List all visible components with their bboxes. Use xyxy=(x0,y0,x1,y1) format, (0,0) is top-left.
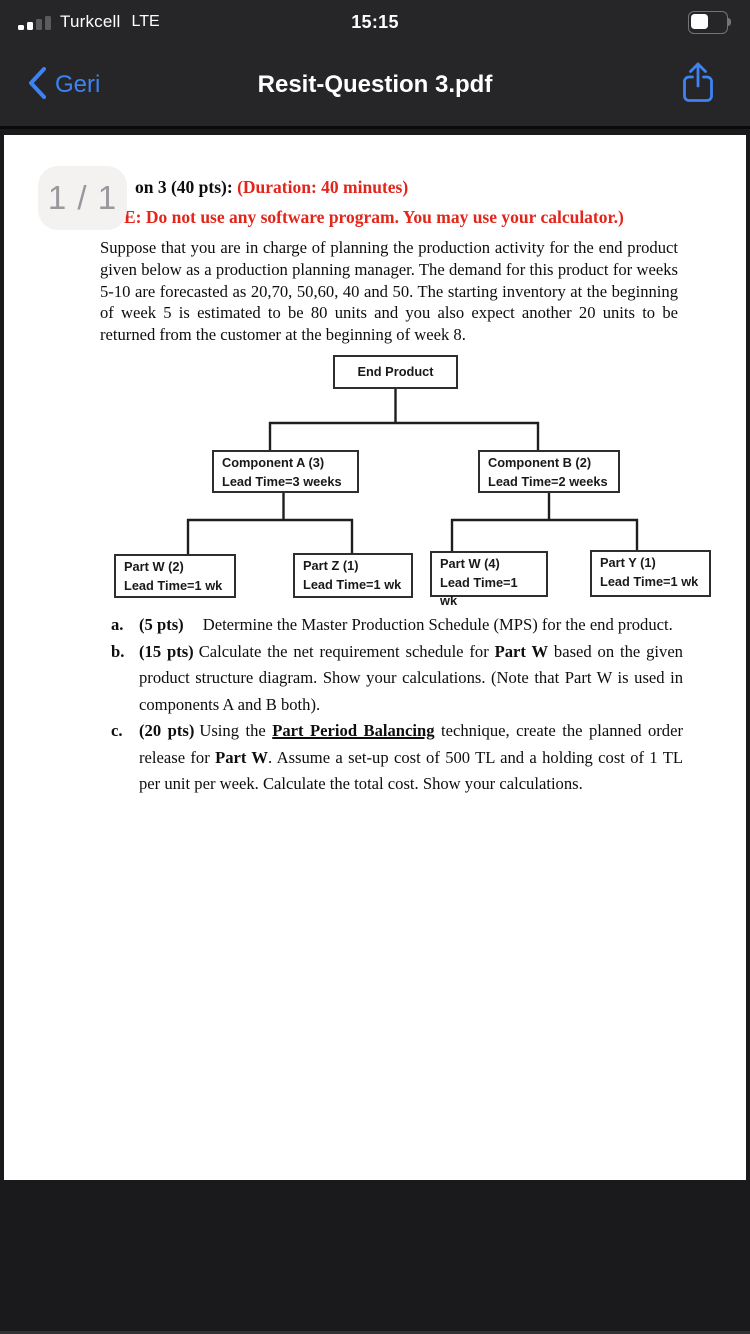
question-c-text-3: . Assume a set-up cost of 500 TL and a h… xyxy=(139,747,683,794)
node-part-w4-name: Part W (4) xyxy=(440,556,500,571)
question-c-ppb: Part Period Balancing xyxy=(272,721,435,740)
node-part-y-name: Part Y (1) xyxy=(600,555,656,570)
document-title: Resit-Question 3.pdf xyxy=(257,71,493,98)
node-part-w2-leadtime: Lead Time=1 wk xyxy=(124,577,223,593)
question-c: c. (20 pts)Using the Part Period Balanci… xyxy=(111,718,683,798)
question-b: b. (15 pts)Calculate the net requirement… xyxy=(111,639,683,719)
node-component-b-leadtime: Lead Time=2 weeks xyxy=(488,473,608,489)
exam-note: E: Do not use any software program. You … xyxy=(124,207,624,227)
node-part-y: Part Y (1) Lead Time=1 wk xyxy=(590,550,711,597)
back-button[interactable]: Geri xyxy=(26,44,100,126)
navigation-bar: Geri Resit-Question 3.pdf xyxy=(0,44,750,126)
node-part-y-leadtime: Lead Time=1 wk xyxy=(600,573,699,589)
battery-icon xyxy=(688,11,734,34)
node-end-product-label: End Product xyxy=(357,363,434,379)
node-end-product: End Product xyxy=(333,355,458,389)
question-a-body: (5 pts) Determine the Master Production S… xyxy=(139,612,683,639)
share-button[interactable] xyxy=(680,44,716,126)
intro-paragraph: Suppose that you are in charge of planni… xyxy=(100,238,678,345)
question-b-part-w: Part W xyxy=(494,641,549,661)
clock: 15:15 xyxy=(351,11,399,32)
node-part-w4: Part W (4) Lead Time=1 wk xyxy=(430,551,548,608)
carrier-label: Turkcell xyxy=(60,12,121,31)
duration-note: (Duration: 40 minutes) xyxy=(237,177,409,197)
node-part-w2-name: Part W (2) xyxy=(124,559,184,574)
question-a: a. (5 pts) Determine the Master Productio… xyxy=(111,612,683,639)
question-b-body: (15 pts)Calculate the net requirement sc… xyxy=(139,639,683,719)
question-c-points: (20 pts) xyxy=(139,721,195,740)
network-label: LTE xyxy=(131,13,160,30)
question-heading: on 3 (40 pts): (Duration: 40 minutes) xyxy=(135,177,408,198)
chevron-left-icon xyxy=(26,64,48,107)
page-indicator-badge: 1 / 1 xyxy=(38,166,127,230)
cellular-signal-icon xyxy=(18,14,51,30)
status-bar: Turkcell LTE 15:15 xyxy=(0,0,750,44)
question-c-marker: c. xyxy=(111,721,123,740)
top-chrome: Turkcell LTE 15:15 Geri Resit-Question 3… xyxy=(0,0,750,129)
question-c-part-w: Part W xyxy=(215,747,269,767)
node-part-z: Part Z (1) Lead Time=1 wk xyxy=(293,553,413,598)
question-c-text-1: Using the xyxy=(199,721,273,740)
node-part-z-leadtime: Lead Time=1 wk xyxy=(303,576,402,592)
question-list: a. (5 pts) Determine the Master Productio… xyxy=(111,612,683,798)
question-heading-fragment: on 3 (40 pts): xyxy=(135,177,238,197)
status-left: Turkcell LTE xyxy=(18,0,160,44)
screen-bottom-edge xyxy=(0,1331,750,1334)
node-component-b: Component B (2) Lead Time=2 weeks xyxy=(478,450,620,493)
node-component-a: Component A (3) Lead Time=3 weeks xyxy=(212,450,359,493)
node-part-w2: Part W (2) Lead Time=1 wk xyxy=(114,554,236,598)
question-a-marker: a. xyxy=(111,615,124,634)
page-indicator-label: 1 / 1 xyxy=(47,179,118,216)
node-component-a-leadtime: Lead Time=3 weeks xyxy=(222,473,342,489)
share-icon xyxy=(680,61,716,110)
question-a-points: (5 pts) xyxy=(139,615,184,634)
pdf-page[interactable]: 1 / 1 on 3 (40 pts): (Duration: 40 minut… xyxy=(4,135,746,1180)
question-c-body: (20 pts)Using the Part Period Balancing … xyxy=(139,718,683,798)
question-b-text-2: based on the given product structure dia… xyxy=(139,641,683,714)
node-component-b-name: Component B (2) xyxy=(488,455,592,470)
question-b-text-1: Calculate the net requirement schedule f… xyxy=(198,641,495,661)
question-a-text: Determine the Master Production Schedule… xyxy=(202,615,673,634)
diagram-connectors xyxy=(186,389,639,554)
question-c-text-2: technique, create the planned order rele… xyxy=(139,721,683,767)
question-b-points: (15 pts) xyxy=(139,641,194,661)
back-button-label: Geri xyxy=(55,71,101,98)
navbar-divider xyxy=(0,126,750,129)
product-structure-diagram: End Product Component A (3) Lead Time=3 … xyxy=(4,348,746,614)
node-component-a-name: Component A (3) xyxy=(222,455,325,470)
node-part-w4-leadtime: Lead Time=1 wk xyxy=(440,574,518,609)
node-part-z-name: Part Z (1) xyxy=(303,558,359,573)
question-b-marker: b. xyxy=(111,641,125,661)
